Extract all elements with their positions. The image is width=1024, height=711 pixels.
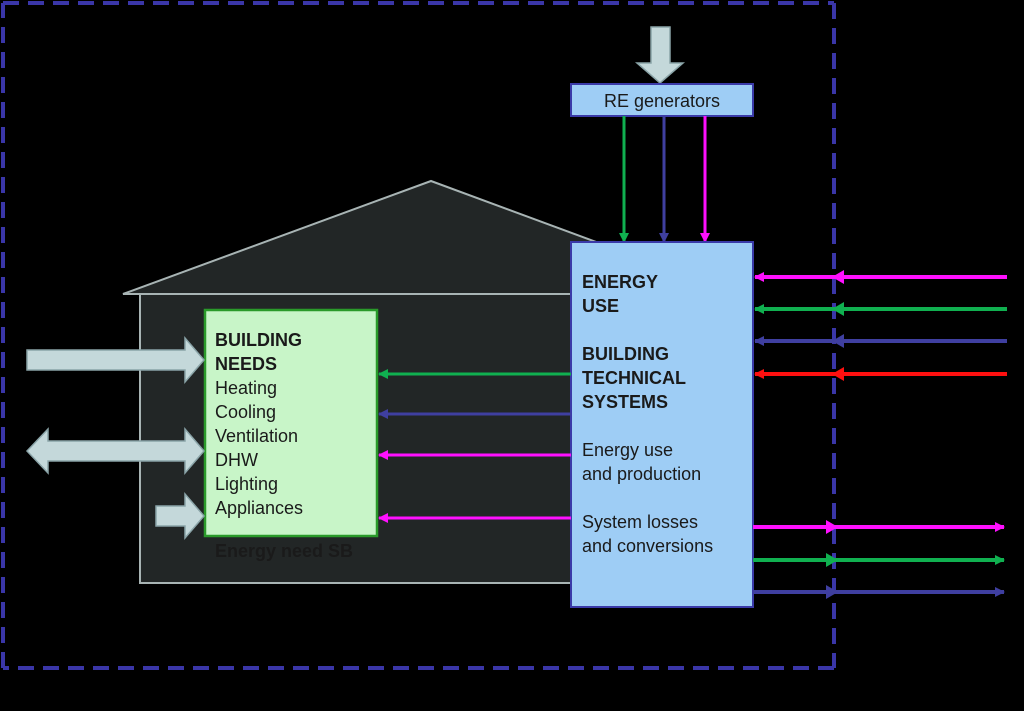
energy-use-line2-b: and conversions bbox=[582, 536, 713, 556]
need-dhw: DHW bbox=[215, 450, 258, 470]
export-green-mid-head bbox=[826, 553, 838, 567]
energy-need-caption: Energy need SB bbox=[215, 541, 353, 561]
need-ventilation: Ventilation bbox=[215, 426, 298, 446]
energy-use-subtitle-2: TECHNICAL bbox=[582, 368, 686, 388]
energy-use-title-1: ENERGY bbox=[582, 272, 658, 292]
import-magenta-mid-head bbox=[832, 270, 844, 284]
energy-use-line1-a: Energy use bbox=[582, 440, 673, 460]
energy-use-title-2: USE bbox=[582, 296, 619, 316]
internal-gain-block-arrow bbox=[155, 491, 205, 541]
need-heating: Heating bbox=[215, 378, 277, 398]
exchange-block-arrow bbox=[25, 426, 205, 476]
re-input-block-arrow bbox=[634, 26, 686, 84]
gain-block-arrow bbox=[26, 335, 205, 385]
energy-use-line1-b: and production bbox=[582, 464, 701, 484]
import-green-mid-head bbox=[832, 302, 844, 316]
need-cooling: Cooling bbox=[215, 402, 276, 422]
re-generators-label: RE generators bbox=[604, 91, 720, 111]
building-needs-box bbox=[203, 308, 379, 538]
re-generators-box bbox=[570, 83, 754, 117]
energy-use-line2-a: System losses bbox=[582, 512, 698, 532]
building-needs-title-2: NEEDS bbox=[215, 354, 277, 374]
need-lighting: Lighting bbox=[215, 474, 278, 494]
export-magenta-mid-head bbox=[826, 520, 838, 534]
assessment-boundary bbox=[1, 1, 836, 670]
building-needs-title-1: BUILDING bbox=[215, 330, 302, 350]
energy-use-box bbox=[570, 241, 754, 608]
import-red-mid-head bbox=[832, 367, 844, 381]
import-blue-mid-head bbox=[832, 334, 844, 348]
need-appliances: Appliances bbox=[215, 498, 303, 518]
export-blue-mid-head bbox=[826, 585, 838, 599]
energy-use-subtitle-1: BUILDING bbox=[582, 344, 669, 364]
energy-use-subtitle-3: SYSTEMS bbox=[582, 392, 668, 412]
